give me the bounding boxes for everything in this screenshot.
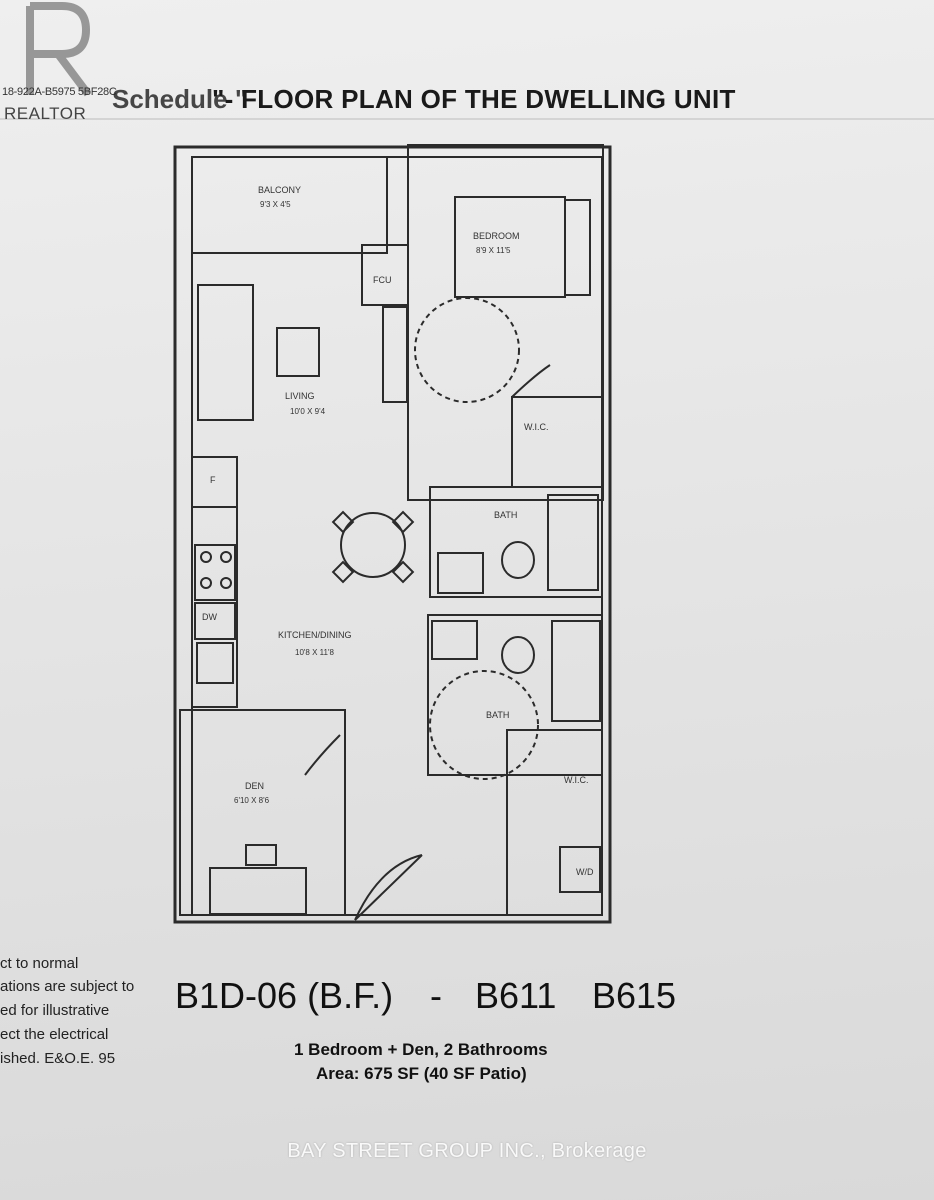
unit-dash: - <box>430 975 442 1016</box>
wic1-outline <box>511 396 603 488</box>
paper-fold <box>0 118 934 120</box>
room-label-fridge: F <box>210 475 216 485</box>
page-title: "- FLOOR PLAN OF THE DWELLING UNIT <box>212 84 736 114</box>
room-label-living: LIVING <box>285 391 315 401</box>
bath1-outline <box>429 486 603 598</box>
entry-door <box>354 854 423 921</box>
sofa <box>197 284 254 421</box>
unit-number-a: B611 <box>475 975 557 1016</box>
realtor-r-mark-icon <box>26 2 92 97</box>
bathtub-2 <box>551 620 601 722</box>
room-label-dw: DW <box>202 612 217 622</box>
floor-plan: BALCONY 9'3 X 4'5 BEDROOM 8'9 X 11'5 FCU… <box>140 135 660 940</box>
room-label-fcu: FCU <box>373 275 392 285</box>
floor-plan-drawing: BALCONY 9'3 X 4'5 BEDROOM 8'9 X 11'5 FCU… <box>173 144 612 924</box>
room-dim-living: 10'0 X 9'4 <box>290 407 326 416</box>
side-note-4: ect the electrical <box>0 1026 109 1043</box>
room-label-wic-2: W.I.C. <box>564 775 589 785</box>
cooktop <box>194 544 236 601</box>
unit-model-code: B1D-06 (B.F.) <box>175 975 394 1016</box>
room-dim-kitchen: 10'8 X 11'8 <box>295 648 334 657</box>
outer-wall <box>173 145 612 924</box>
bedroom-outline <box>407 144 604 501</box>
coffee-table <box>276 327 320 377</box>
unit-description: 1 Bedroom + Den, 2 Bathrooms <box>294 1040 548 1059</box>
toilet-2 <box>501 636 535 674</box>
unit-area: Area: 675 SF (40 SF Patio) <box>316 1064 527 1083</box>
bedroom-turn-circle <box>414 297 520 403</box>
side-note-5: ished. E&O.E. 95 <box>0 1050 116 1067</box>
counter <box>191 506 238 708</box>
room-label-bedroom: BEDROOM <box>473 231 520 241</box>
side-note-2: ations are subject to <box>0 978 135 995</box>
side-note-1: ct to normal <box>0 955 79 972</box>
room-label-kitchen: KITCHEN/DINING <box>278 630 352 640</box>
bedroom-closet <box>564 199 591 296</box>
realtor-wordmark: REALTOR <box>4 104 87 123</box>
sink-2 <box>431 620 478 660</box>
room-label-den: DEN <box>245 781 264 791</box>
title-fragment: Schedule " <box>112 84 248 114</box>
dishwasher <box>194 602 236 640</box>
tv-unit <box>382 306 408 403</box>
balcony-outline <box>191 156 388 254</box>
sink-1 <box>437 552 484 594</box>
room-label-wic-1: W.I.C. <box>524 422 549 432</box>
room-dim-bedroom: 8'9 X 11'5 <box>476 246 511 255</box>
toilet-1 <box>501 541 535 579</box>
side-note-3: ed for illustrative <box>0 1002 110 1019</box>
fcu-closet <box>361 244 409 306</box>
dining-table <box>340 512 406 578</box>
bathtub-1 <box>547 494 599 591</box>
desk <box>209 867 307 915</box>
room-label-balcony: BALCONY <box>258 185 301 195</box>
kitchen-sink <box>196 642 234 684</box>
room-dim-balcony: 9'3 X 4'5 <box>260 200 291 209</box>
unit-number-b: B615 <box>592 975 677 1016</box>
brokerage-watermark: BAY STREET GROUP INC., Brokerage <box>287 1140 647 1162</box>
room-label-bath-2: BATH <box>486 710 509 720</box>
washer-dryer <box>559 846 601 893</box>
realtor-logo: 18-922A-B5975 5BF28C REALTOR <box>0 0 117 128</box>
desk-chair <box>245 844 277 866</box>
room-label-wd: W/D <box>576 867 594 877</box>
bath2-turn-circle <box>429 670 539 780</box>
den-outline <box>179 709 346 916</box>
wic2-outline <box>506 729 603 916</box>
bath2-outline <box>427 614 603 776</box>
listing-code: 18-922A-B5975 5BF28C <box>2 86 117 98</box>
room-dim-den: 6'10 X 8'6 <box>234 796 270 805</box>
room-label-bath-1: BATH <box>494 510 517 520</box>
